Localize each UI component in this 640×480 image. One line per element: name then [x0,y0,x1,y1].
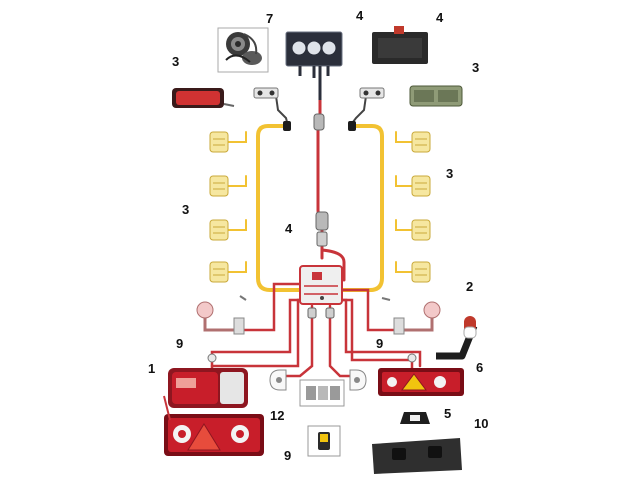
lamp-housing-icon [372,438,462,474]
marker-lamps-left [209,131,229,283]
red-wire-to-left-lamp [210,298,308,368]
pigtail-left-4 [227,261,247,273]
connector-lower-left [307,307,317,319]
tail-lamp-icon [378,368,464,396]
marker-lamp-icon [411,261,431,283]
callout-1: 1 [148,361,155,376]
bracket-top-right [359,87,385,99]
yellow-wire-left [256,124,304,292]
callout-4-top: 4 [356,8,364,23]
cable-reel-icon [217,27,269,73]
pigtail-right-2 [395,175,413,187]
distribution-box-icon [299,265,343,305]
red-wire-to-right-light [336,298,414,374]
stalk-marker-lamp-icon [436,316,478,360]
clip-holder-right [349,369,367,391]
pigtail-right-4 [395,261,413,273]
pigtail-right-3 [395,219,413,231]
pigtail-left-1 [227,131,247,143]
red-wire-to-right-lamp [334,298,422,368]
pigtail-left-2 [227,175,247,187]
connector-top-right [348,121,356,131]
marker-lamp-icon [209,219,229,241]
callout-4-right: 4 [436,10,444,25]
callout-9-left: 9 [176,336,183,351]
connector-icon [207,353,217,363]
connector-top-left [283,121,291,131]
yellow-wire-right [338,124,384,292]
side-marker-icon [409,85,463,107]
connector-icon [407,353,417,363]
connector-trunk-mid [315,211,329,231]
connector-trunk-top [313,113,325,131]
red-wire-to-right-clip [328,304,360,378]
callout-3-left-mid: 3 [182,202,189,217]
junction-box-icon [285,31,343,100]
red-wire-to-left-light [210,298,306,370]
callout-6: 6 [476,360,483,375]
marker-lamp-icon [209,175,229,197]
red-wire-right-marker [338,288,406,332]
red-wire-left-marker [238,282,304,332]
wire-connectors [283,113,356,319]
marker-lamp-icon [209,131,229,153]
pigtail-left-3 [227,219,247,231]
marker-lamp-icon [411,131,431,153]
callout-2: 2 [466,279,473,294]
control-module-icon [372,26,428,64]
callout-3-right-top: 3 [472,60,479,75]
callout-10: 10 [474,416,488,431]
marker-lamp-icon [411,175,431,197]
marker-lamps-right [411,131,431,283]
callout-4-mid: 4 [285,221,293,236]
marker-lamp-icon [411,219,431,241]
callout-5: 5 [444,406,451,421]
outline-marker-lamp-icon [196,295,247,335]
connector-icon [307,425,341,457]
red-wire-to-left-clip [280,304,314,378]
callout-9-right: 9 [376,336,383,351]
license-plate-lamp-icon [400,412,430,424]
connector-trunk-low [316,231,328,247]
marker-lamp-icon [209,261,229,283]
outline-marker-lamp-icon [381,297,441,335]
side-marker-red-icon [172,88,235,108]
tail-lamp-icon [163,395,264,456]
callout-7: 7 [266,11,273,26]
bracket-top-left [253,87,279,99]
electronic-module-icon [299,379,345,407]
red-wire-loop [320,248,346,282]
clip-holder-left [269,369,287,391]
callout-12: 12 [270,408,284,423]
callout-9-bottom: 9 [284,448,291,463]
connector-lower-right [325,307,335,319]
callout-3-left-top: 3 [172,54,179,69]
pigtail-right-1 [395,131,413,143]
tail-lamp-icon [168,368,248,408]
callout-3-right-mid: 3 [446,166,453,181]
